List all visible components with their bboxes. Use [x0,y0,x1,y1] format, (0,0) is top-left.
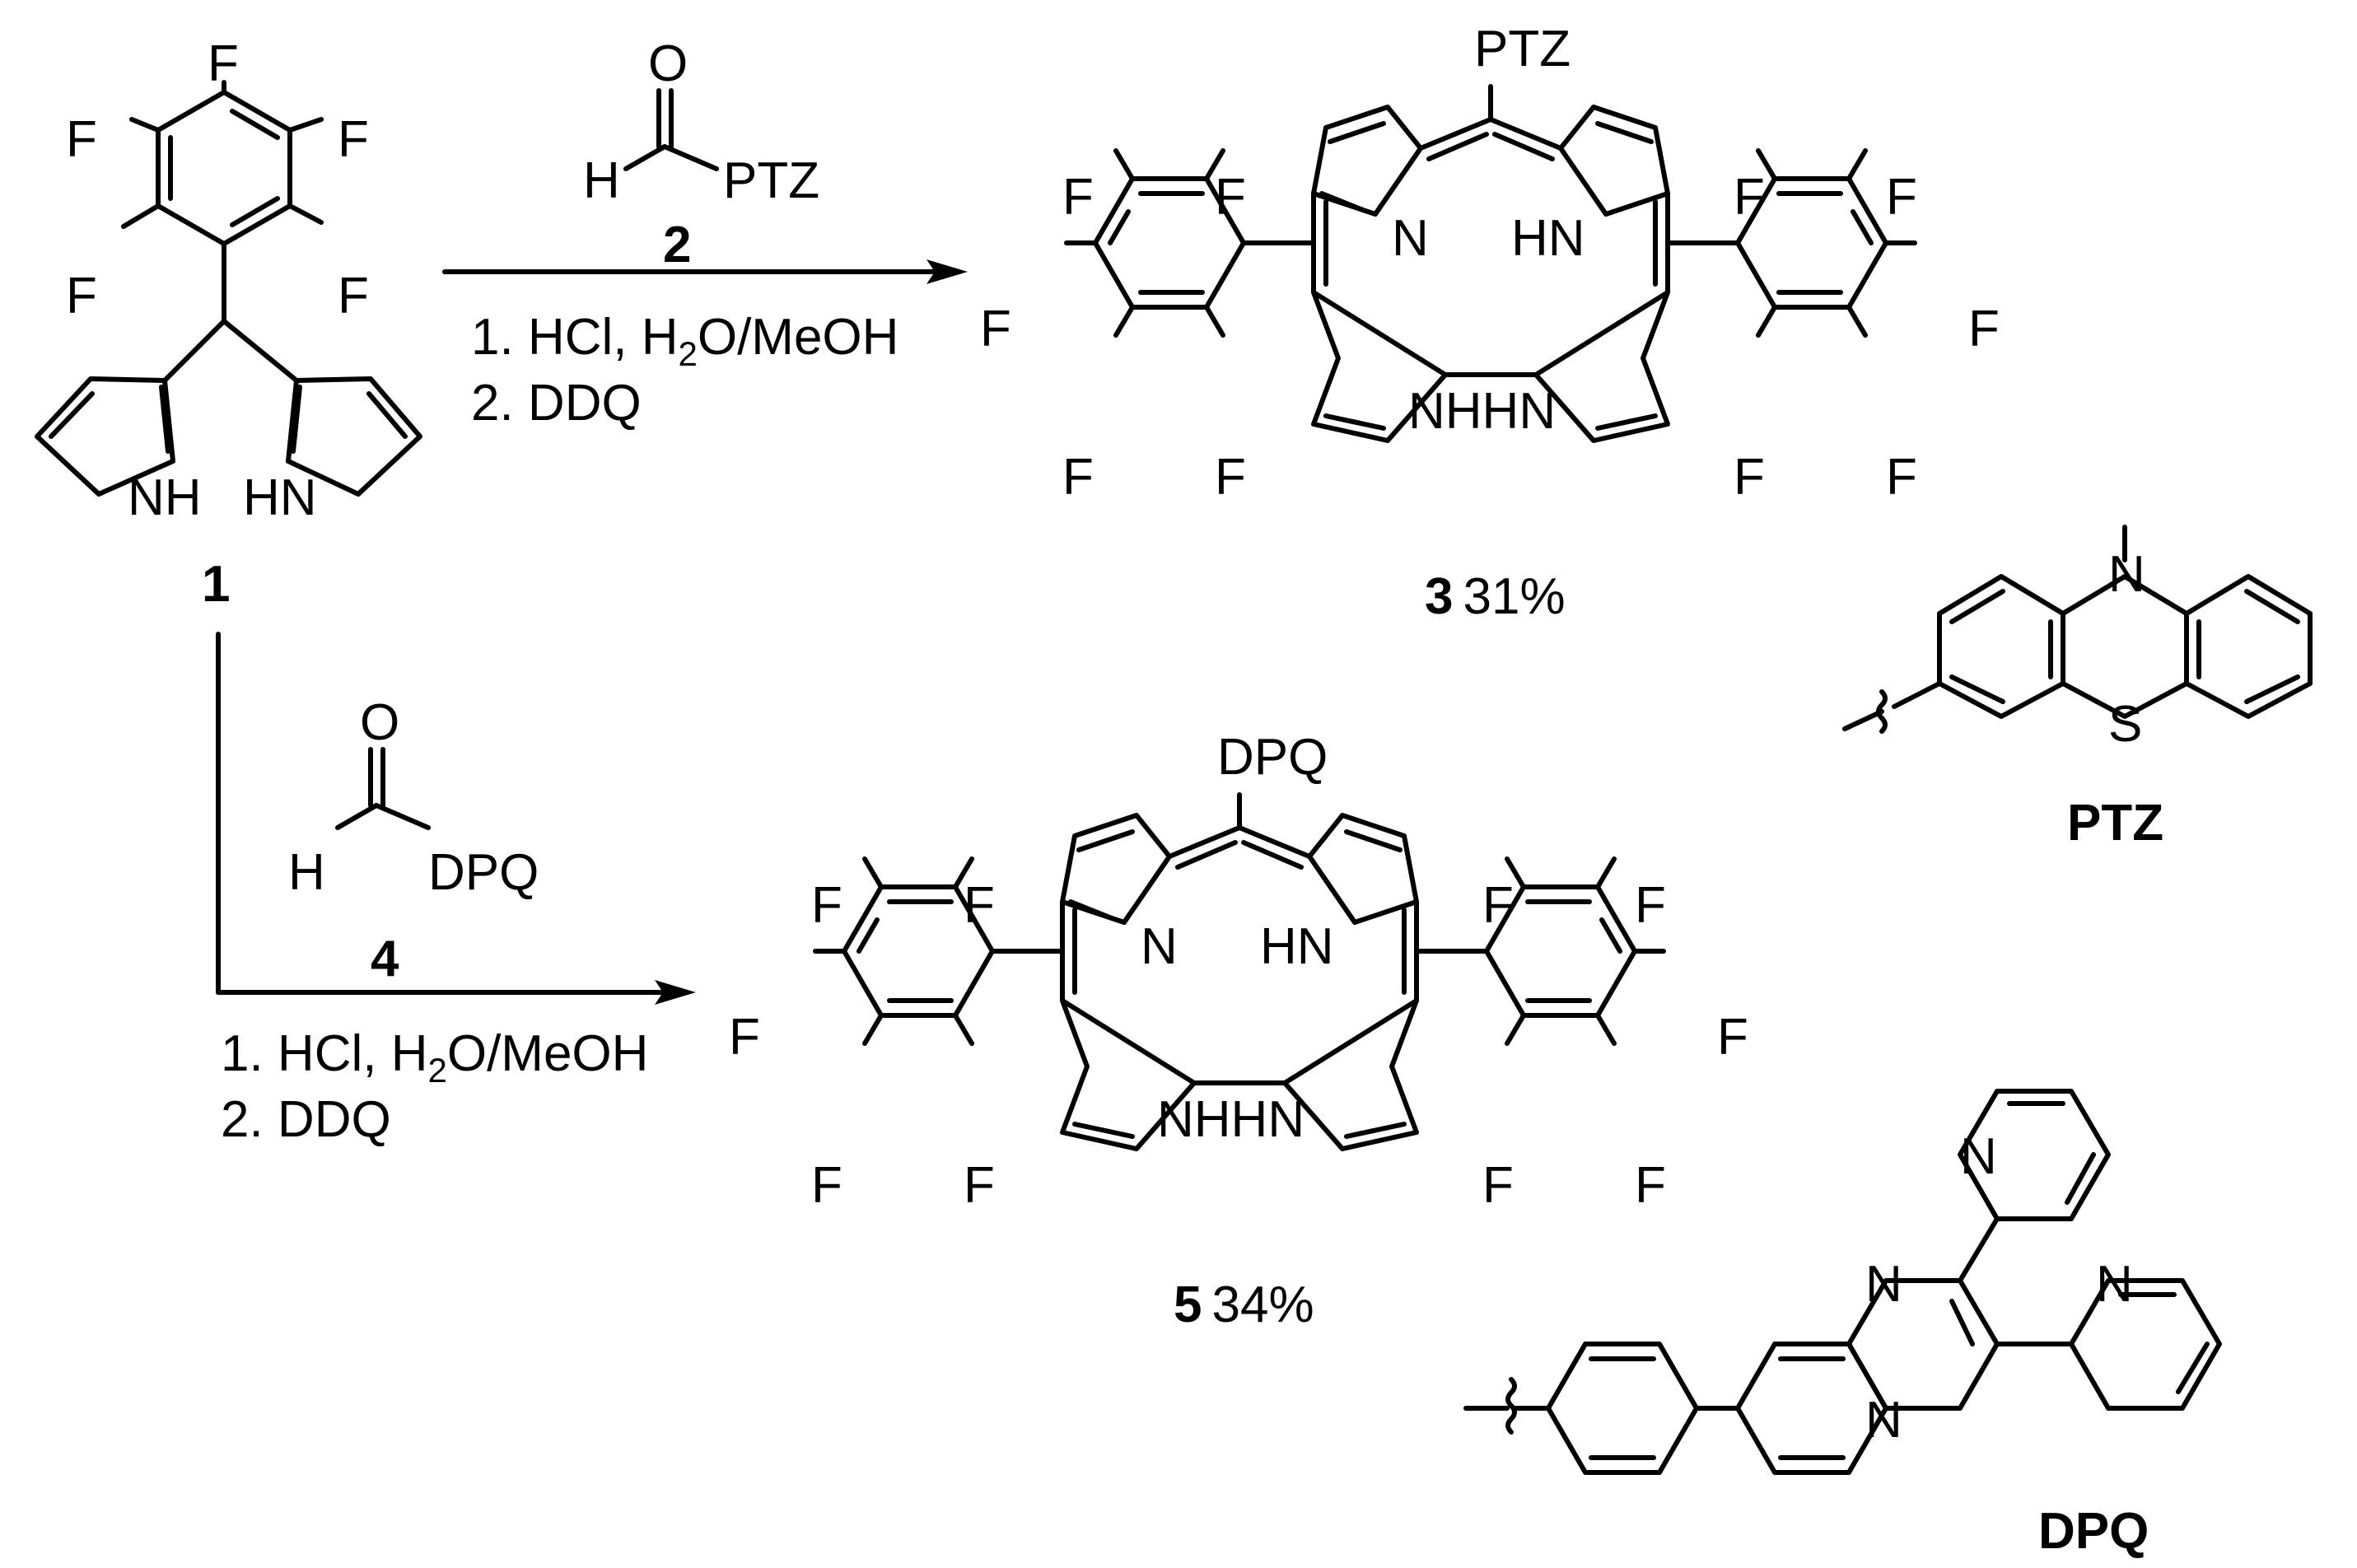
f-atom: F [964,877,995,934]
hydrogen-atom: H [288,844,325,901]
f-atom: F [1062,169,1094,226]
f-atom: F [811,877,842,934]
oxygen-atom: O [648,35,688,92]
s-atom: S [2108,696,2142,753]
nhhn-label: NHHN [1408,383,1556,440]
f-atom: F [1734,449,1765,506]
condition-step-1: 1. HCl, H2O/MeOH [471,309,898,373]
f-atom: F [1482,1157,1514,1214]
hn-label: HN [1511,210,1585,267]
f-atom: F [811,1157,842,1214]
reaction-arrow-bottom [216,632,696,1005]
f-atom: F [980,301,1011,357]
meso-substituent-label: DPQ [1217,729,1328,786]
f-atom: F [66,268,97,324]
f-atom: F [1635,1157,1666,1214]
aldehyde-2-structure [623,88,719,171]
meso-substituent-label: PTZ [1474,21,1571,77]
dpq-title: DPQ [2038,1503,2149,1560]
compound-4-number: 4 [371,931,399,987]
hn-label: HN [1260,918,1334,975]
n-atom: N [1865,1256,1902,1313]
f-atom: F [1886,449,1917,506]
ptz-group-label: PTZ [723,152,819,209]
ptz-structure [1842,525,2313,734]
f-atom: F [964,1157,995,1214]
ptz-title: PTZ [2067,795,2163,852]
hn-label: HN [243,469,317,526]
f-atom: F [338,111,369,168]
f-atom: F [1215,169,1246,226]
f-atom: F [729,1009,760,1066]
f-atom: F [1734,169,1765,226]
f-atom: F [1635,877,1666,934]
condition-step-1: 1. HCl, H2O/MeOH [221,1025,648,1090]
compound-1-structure [35,80,422,497]
condition-step-2: 2. DDQ [221,1091,391,1148]
f-atom: F [1886,169,1917,226]
f-atom: F [66,111,97,168]
condition-step-2: 2. DDQ [471,375,642,432]
n-atom: N [1960,1128,1997,1185]
n-atom: N [1865,1392,1902,1449]
n-atom: N [2096,1256,2133,1313]
f-atom: F [1215,449,1246,506]
dpq-structure [1463,1089,2222,1475]
n-atom: N [2108,546,2145,603]
dpq-group-label: DPQ [428,844,539,901]
f-atom: F [338,268,369,324]
reaction-arrow-top [442,259,968,284]
hydrogen-atom: H [583,152,620,209]
f-atom: F [1482,877,1514,934]
nhhn-label: NHHN [1157,1091,1305,1148]
f-atom: F [1062,449,1094,506]
compound-1-number: 1 [202,556,230,613]
f-atom: F [1717,1009,1748,1066]
n-atom: N [1392,210,1429,267]
f-atom: F [208,35,239,92]
oxygen-atom: O [360,694,399,751]
nh-label: NH [128,469,202,526]
compound-2-number: 2 [663,217,691,273]
aldehyde-4-structure [335,747,431,830]
n-atom: N [1141,918,1178,975]
f-atom: F [1968,301,2000,357]
